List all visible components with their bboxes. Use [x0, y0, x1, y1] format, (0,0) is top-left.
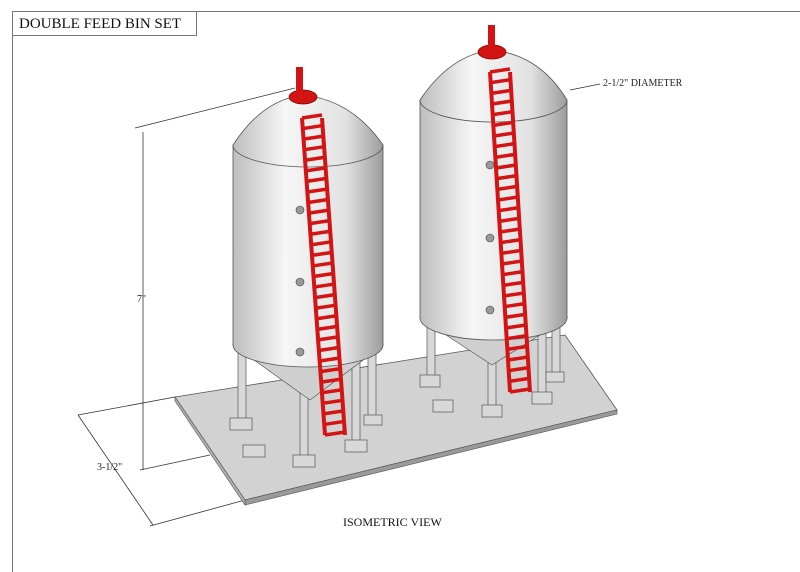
ladder-rung	[495, 152, 516, 160]
ladder-rung	[499, 216, 520, 224]
ladder-rung	[307, 187, 328, 194]
ladder-rung	[316, 314, 337, 321]
ladder-rung	[320, 366, 341, 374]
ladder-rung	[504, 301, 525, 309]
ladder-rung	[507, 344, 528, 352]
ladder-rung	[312, 261, 333, 268]
diameter-label: 2-1/2" DIAMETER	[603, 78, 683, 89]
ladder-rung	[493, 131, 515, 138]
ladder-rung	[310, 229, 331, 236]
ladder-rung	[489, 67, 511, 74]
ladder-rung	[500, 237, 521, 245]
ladder-rung	[319, 356, 340, 363]
ladder-rung	[313, 271, 334, 279]
ladder-rung	[502, 269, 523, 277]
ladder-rung	[317, 324, 338, 332]
width-label: 3-1/2"	[97, 462, 123, 473]
ladder-rung	[307, 197, 329, 205]
ladder-rung	[305, 166, 327, 173]
ladder-rung	[314, 292, 336, 300]
ladder-rung	[303, 134, 324, 141]
ladder-rung	[509, 387, 531, 394]
ladder-rung	[497, 195, 519, 202]
ladder-rung	[501, 259, 523, 266]
ladder-rung	[318, 345, 340, 353]
ladder-rung	[301, 113, 323, 120]
ladder-rung	[496, 173, 517, 181]
ladder-rung	[321, 388, 343, 395]
isometric-drawing	[77, 25, 618, 527]
ladder-rung	[501, 248, 522, 256]
ladder-rung	[497, 184, 518, 192]
ladder-rung	[314, 282, 335, 289]
ladder-rung	[508, 365, 529, 373]
ladder-rung	[505, 323, 527, 330]
ladder-rung	[495, 163, 517, 170]
right-bin	[418, 25, 569, 418]
ladder-rung	[311, 250, 333, 258]
ladder-rung	[302, 123, 324, 131]
ladder-rung	[492, 109, 513, 117]
ladder-rung	[505, 312, 526, 320]
drawing-title: DOUBLE FEED BIN SET	[12, 11, 197, 36]
ladder-rung	[315, 303, 337, 310]
ladder-rung	[490, 77, 511, 85]
ladder-rung	[493, 120, 514, 128]
dimension-lines	[77, 83, 601, 527]
ladder-rung	[506, 333, 527, 341]
ladder-rung	[491, 88, 512, 96]
ladder-rung	[503, 291, 525, 298]
view-label: ISOMETRIC VIEW	[343, 515, 442, 529]
ladder-rung	[320, 377, 342, 384]
left-bin-ladder	[300, 113, 347, 437]
drawing-frame	[12, 11, 800, 572]
ladder-rung	[324, 430, 346, 437]
ladder-rung	[491, 99, 513, 106]
ladder-rung	[309, 218, 330, 226]
ladder-rung	[509, 376, 530, 384]
ladder-rung	[494, 141, 515, 149]
ladder-rung	[306, 176, 327, 184]
ladder-rung	[308, 208, 330, 215]
ladder-rung	[503, 280, 524, 288]
ladder-rung	[323, 409, 344, 416]
ladder-rung	[322, 398, 343, 406]
ladder-rung	[498, 205, 519, 213]
right-bin-ladder	[488, 67, 532, 394]
ladder-rung	[304, 144, 325, 152]
height-label: 7"	[137, 294, 147, 305]
ladder-rung	[323, 419, 345, 427]
ladder-rung	[507, 355, 529, 362]
ladder-rung	[317, 335, 339, 342]
ladders	[300, 67, 532, 437]
left-bin	[229, 67, 385, 468]
ladder-rung	[310, 240, 332, 247]
ladder-rung	[304, 155, 326, 162]
ladder-rung	[499, 227, 521, 234]
